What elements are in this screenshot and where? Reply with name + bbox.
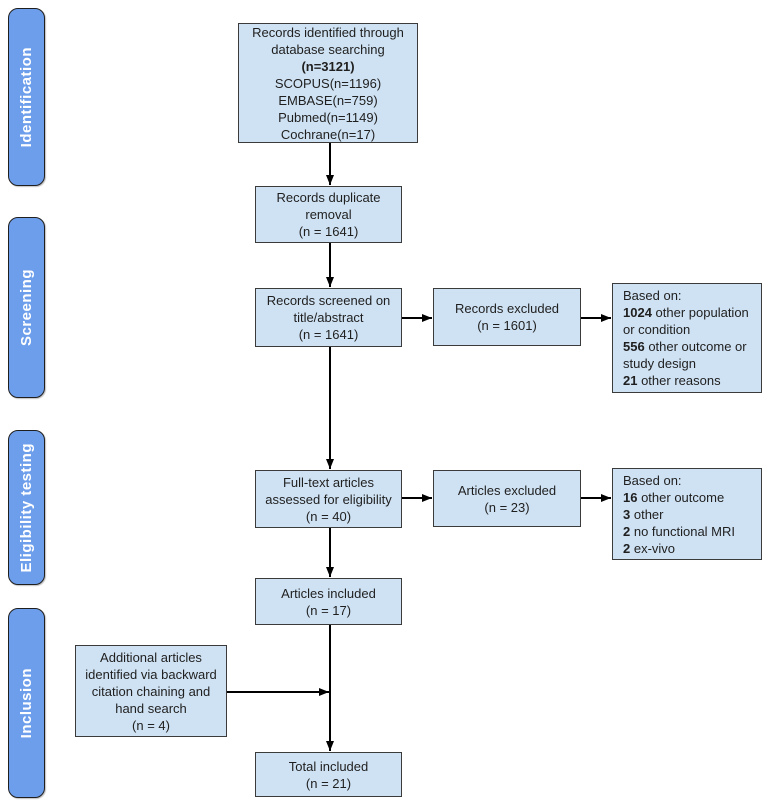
reasons-title: Based on: [623, 472, 682, 488]
box-line: EMBASE(n=759) [278, 92, 378, 108]
box-line: database searching [271, 41, 385, 57]
box-line: Records identified through [252, 24, 404, 40]
box-line: Records excluded [454, 301, 560, 316]
box-records-screened: Records screened on title/abstract (n = … [255, 288, 402, 347]
box-line: title/abstract [293, 310, 364, 325]
box-line: Articles excluded [457, 482, 557, 498]
box-line: Pubmed(n=1149) [278, 109, 378, 125]
stage-inclusion: Inclusion [8, 608, 45, 798]
stage-label: Inclusion [18, 667, 35, 739]
box-records-excluded: Records excluded (n = 1601) [433, 288, 581, 346]
box-count: (n = 40) [305, 508, 352, 524]
box-eligibility-exclusion-reasons: Based on: 16 other outcome 3 other 2 no … [612, 468, 762, 560]
box-line: citation chaining and [91, 683, 211, 699]
reason-item: 2 no functional MRI [623, 523, 736, 539]
box-count: (n = 21) [305, 775, 352, 791]
box-total-included: Total included (n = 21) [255, 752, 402, 797]
box-duplicate-removal: Records duplicate removal (n = 1641) [255, 186, 402, 243]
box-line: Records duplicate [276, 190, 381, 205]
reason-item: 556 other outcome or study design [623, 339, 747, 371]
box-count: (n = 1641) [298, 224, 359, 239]
reason-item: 3 other [623, 506, 664, 522]
stage-label: Screening [18, 268, 35, 347]
box-line: identified via backward [85, 666, 217, 682]
box-screening-exclusion-reasons: Based on: 1024 other population or condi… [612, 283, 762, 393]
reason-item: 2 ex-vivo [623, 540, 676, 556]
stage-label: Eligibility testing [18, 442, 35, 573]
box-count: (n = 4) [132, 717, 170, 733]
box-line: Additional articles [100, 649, 202, 665]
box-records-identified: Records identified through database sear… [238, 23, 418, 143]
box-line: assessed for eligibility [265, 491, 392, 507]
box-fulltext-assessed: Full-text articles assessed for eligibil… [255, 470, 402, 528]
box-line: hand search [115, 700, 187, 716]
reason-item: 16 other outcome [623, 489, 725, 505]
reason-item: 1024 other population or condition [623, 305, 749, 337]
box-line: Total included [288, 758, 369, 774]
box-line: removal [305, 207, 352, 222]
box-count: (n=3121) [301, 58, 355, 74]
box-line: Full-text articles [282, 474, 375, 490]
stage-eligibility-testing: Eligibility testing [8, 430, 45, 585]
reason-item: 21 other reasons [623, 373, 721, 388]
stage-screening: Screening [8, 217, 45, 398]
stage-identification: Identification [8, 8, 45, 186]
box-line: Cochrane(n=17) [280, 126, 376, 142]
stage-label: Identification [18, 46, 35, 148]
box-line: SCOPUS(n=1196) [274, 75, 382, 91]
box-count: (n = 1641) [298, 327, 359, 342]
box-articles-excluded: Articles excluded (n = 23) [433, 470, 581, 527]
box-line: Records screened on [266, 293, 391, 308]
box-additional-articles: Additional articles identified via backw… [75, 645, 227, 737]
box-line: Articles included [281, 585, 376, 601]
reasons-title: Based on: [623, 288, 682, 303]
box-count: (n = 1601) [477, 318, 537, 333]
box-articles-included: Articles included (n = 17) [255, 578, 402, 625]
box-count: (n = 23) [484, 499, 530, 515]
box-count: (n = 17) [305, 602, 352, 618]
